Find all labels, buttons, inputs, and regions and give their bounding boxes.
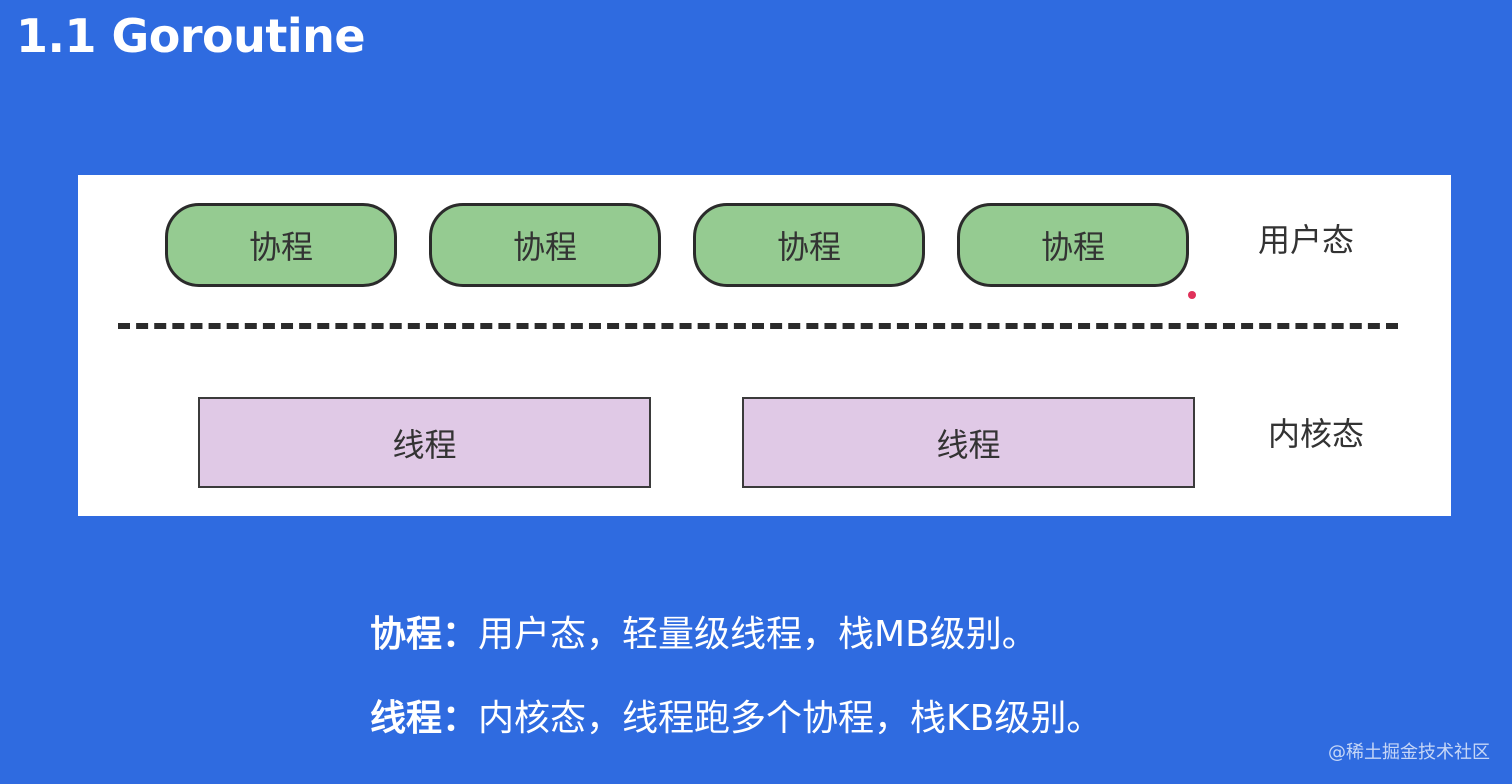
laser-pointer-dot bbox=[1188, 291, 1196, 299]
slide-title: 1.1 Goroutine bbox=[16, 9, 366, 63]
user-kernel-divider bbox=[118, 323, 1398, 329]
coroutine-box: 协程 bbox=[693, 203, 925, 287]
watermark: @稀土掘金技术社区 bbox=[1328, 742, 1490, 763]
note-thread: 线程：内核态，线程跑多个协程，栈KB级别。 bbox=[370, 692, 1102, 746]
note-text: 内核态，线程跑多个协程，栈KB级别。 bbox=[478, 698, 1103, 739]
diagram-panel: 协程 协程 协程 协程 用户态 线程 线程 内核态 bbox=[78, 175, 1451, 516]
thread-box: 线程 bbox=[742, 397, 1195, 488]
note-text: 用户态，轻量级线程，栈MB级别。 bbox=[478, 614, 1038, 655]
note-term: 线程： bbox=[370, 698, 479, 739]
user-space-label: 用户态 bbox=[1258, 221, 1355, 259]
thread-box: 线程 bbox=[198, 397, 651, 488]
coroutine-box: 协程 bbox=[165, 203, 397, 287]
note-coroutine: 协程：用户态，轻量级线程，栈MB级别。 bbox=[370, 608, 1102, 662]
coroutine-box: 协程 bbox=[957, 203, 1189, 287]
coroutine-box: 协程 bbox=[429, 203, 661, 287]
notes: 协程：用户态，轻量级线程，栈MB级别。 线程：内核态，线程跑多个协程，栈KB级别… bbox=[370, 608, 1102, 776]
note-term: 协程： bbox=[370, 614, 479, 655]
kernel-space-label: 内核态 bbox=[1268, 415, 1365, 453]
